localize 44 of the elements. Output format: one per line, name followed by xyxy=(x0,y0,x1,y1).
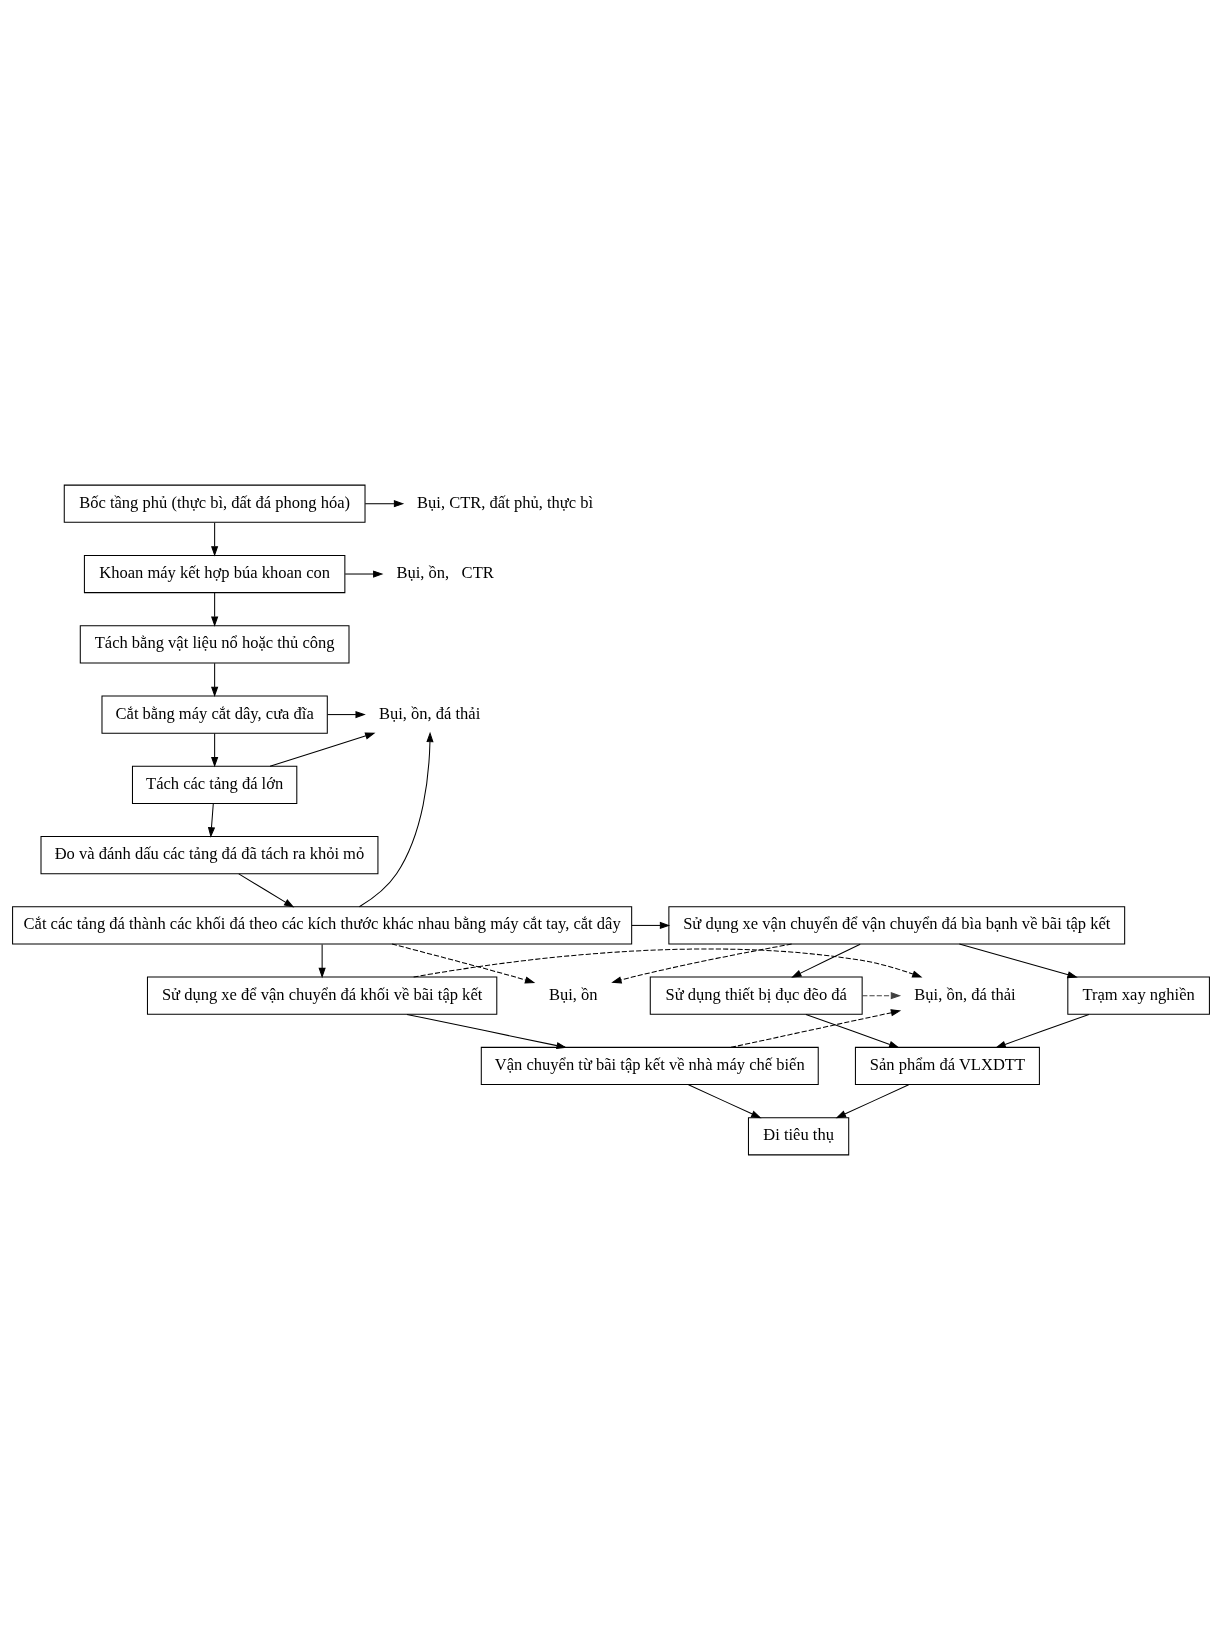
arrow xyxy=(391,943,536,984)
arrow xyxy=(327,710,366,719)
node-box: Sử dụng thiết bị đục đẽo đá xyxy=(649,976,863,1015)
arrow xyxy=(861,992,902,1000)
arrow xyxy=(344,570,384,578)
node-box: Sản phẩm đá VLXDTT xyxy=(854,1046,1040,1086)
node-box: Tách các tảng đá lớn xyxy=(131,765,298,804)
node-box: Bốc tầng phủ (thực bì, đất đá phong hóa) xyxy=(63,484,366,523)
arrow xyxy=(791,943,861,978)
node-box: Tách bằng vật liệu nổ hoặc thủ công xyxy=(79,625,350,664)
arrow xyxy=(318,943,326,979)
node-text: Bụi, CTR, đất phủ, thực bì xyxy=(417,492,594,512)
node-box: Đi tiêu thụ xyxy=(747,1117,850,1156)
arrow xyxy=(611,943,793,984)
arrow xyxy=(358,731,434,908)
arrow xyxy=(211,592,219,627)
arrow xyxy=(995,1013,1090,1048)
node-box: Vận chuyển từ bãi tập kết về nhà máy chế biến xyxy=(480,1046,819,1086)
arrow xyxy=(730,1009,902,1048)
node-box: Trạm xay nghiền xyxy=(1067,976,1210,1015)
arrow xyxy=(269,732,376,767)
arrow xyxy=(631,921,671,930)
arrow xyxy=(413,948,923,978)
node-box: Cắt bằng máy cắt dây, cưa đĩa xyxy=(101,695,328,734)
node-text: Bụi, ồn, đá thải xyxy=(378,703,481,723)
arrow xyxy=(211,733,219,768)
node-box: Khoan máy kết hợp búa khoan con xyxy=(83,554,346,594)
arrow xyxy=(406,1013,567,1050)
node-box: Cắt các tảng đá thành các khối đá theo các kích thước khác nhau bằng máy cắt tay, cắt dây xyxy=(12,906,633,945)
node-text: Bụi, ồn, đá thải xyxy=(914,984,1016,1004)
node-box: Đo và đánh dấu các tảng đá đã tách ra khỏi mỏ xyxy=(40,836,379,875)
node-box: Sử dụng xe để vận chuyển đá khối về bãi tập kết xyxy=(146,976,498,1015)
arrow xyxy=(364,500,405,508)
node-text: Bụi, ồn, CTR xyxy=(396,562,494,582)
arrow xyxy=(207,803,216,838)
arrow xyxy=(211,662,219,698)
arrow xyxy=(238,873,295,908)
arrow xyxy=(835,1084,910,1119)
arrow xyxy=(687,1084,762,1119)
node-box: Sử dụng xe vận chuyển để vận chuyển đá bìa bạnh về bãi tập kết xyxy=(668,906,1126,945)
arrow xyxy=(958,943,1078,979)
node-text: Bụi, ồn xyxy=(548,984,598,1004)
arrow xyxy=(211,522,219,557)
arrow xyxy=(805,1013,900,1048)
